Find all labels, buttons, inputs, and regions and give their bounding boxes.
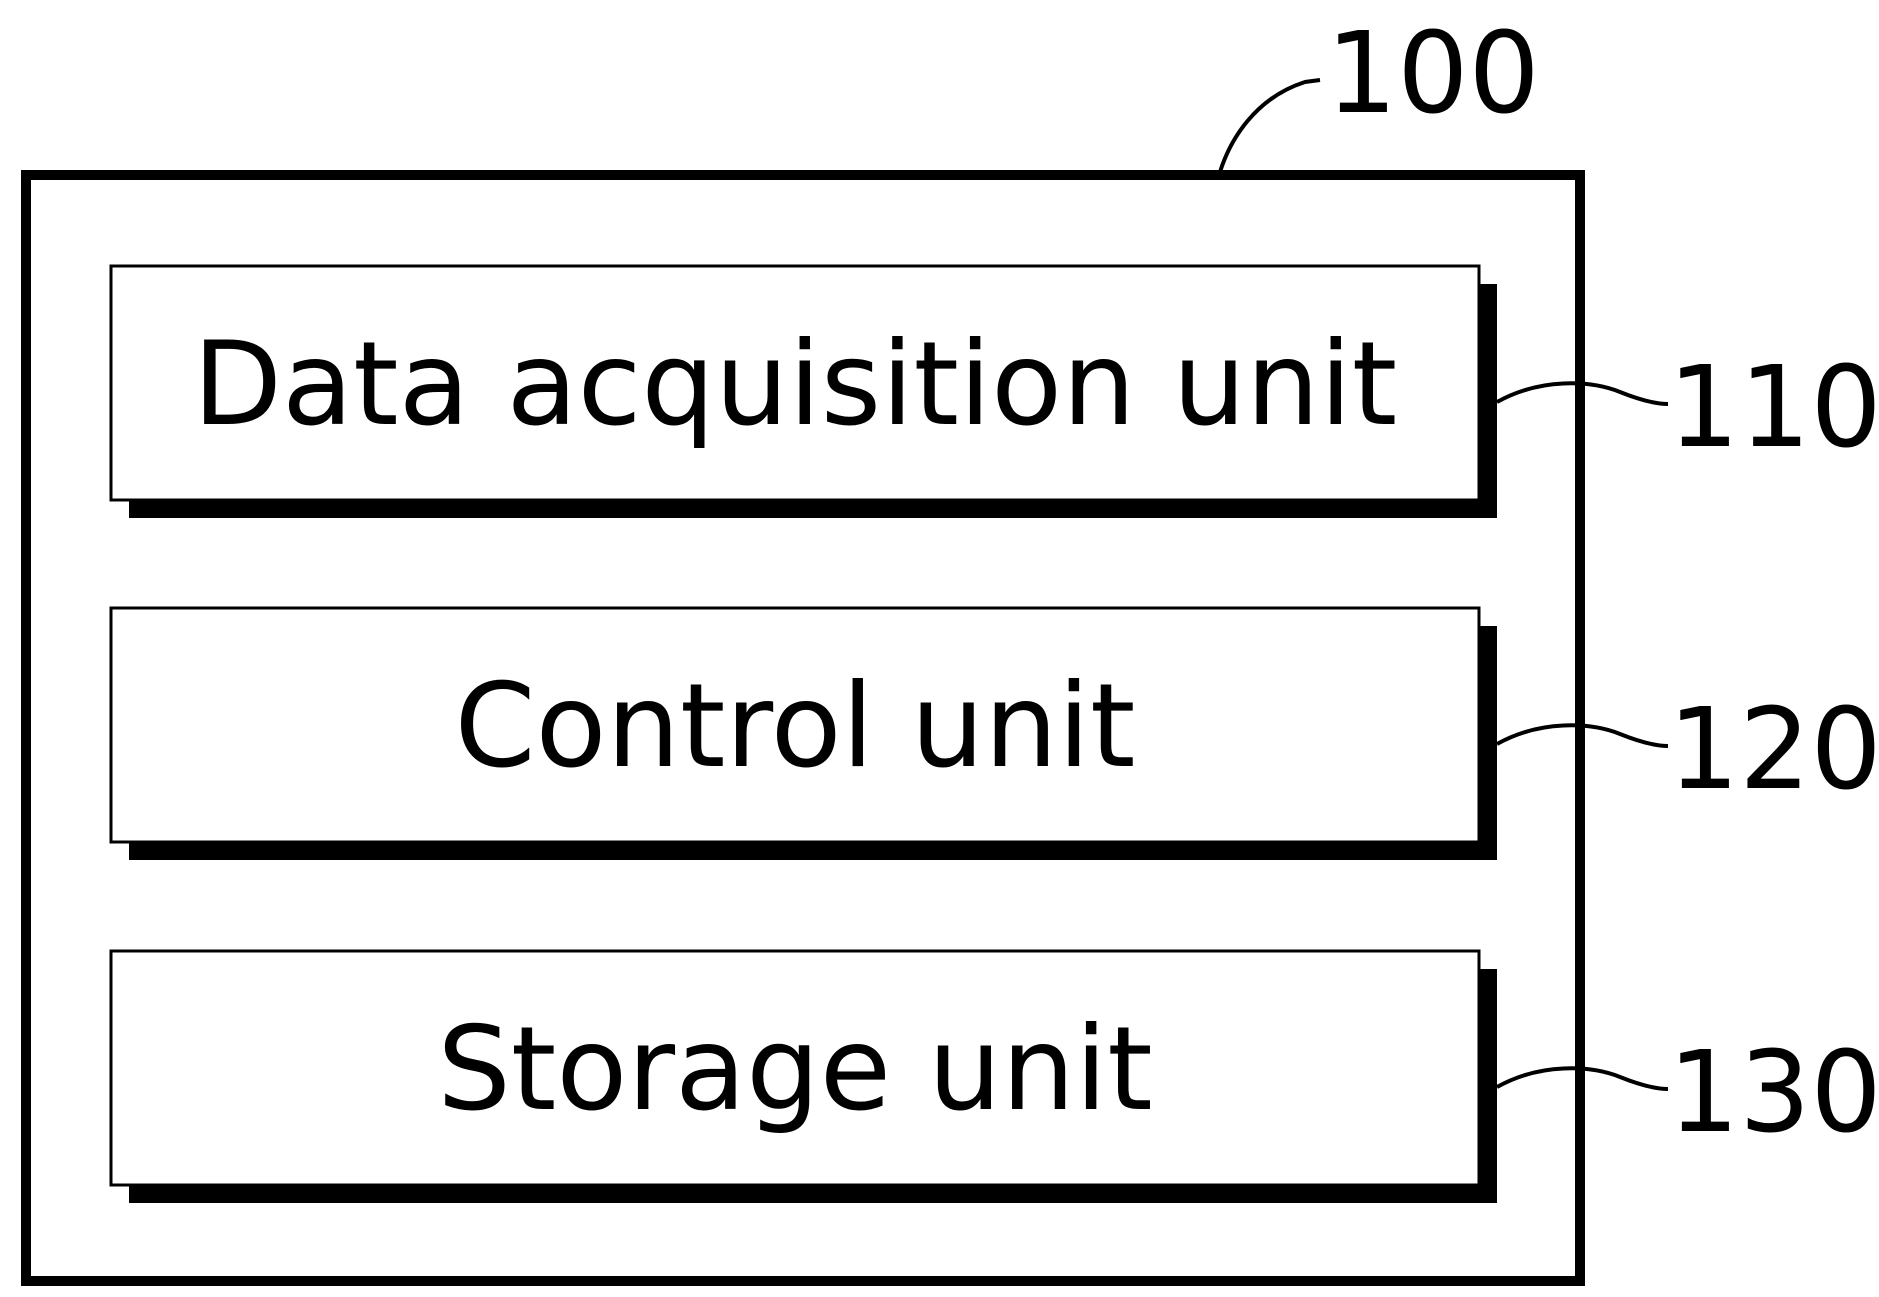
ref-number-110: 110	[1668, 343, 1879, 473]
ref-number-120: 120	[1668, 685, 1879, 815]
unit-box-data-acquisition: Data acquisition unit	[111, 266, 1497, 518]
unit-label-storage: Storage unit	[437, 1002, 1152, 1137]
ref-number-130: 130	[1668, 1028, 1879, 1158]
unit-box-control: Control unit	[111, 608, 1497, 860]
leader-line-100	[1220, 80, 1320, 172]
unit-label-control: Control unit	[455, 659, 1136, 794]
unit-box-storage: Storage unit	[111, 951, 1497, 1203]
ref-number-100: 100	[1326, 9, 1540, 139]
unit-label-data-acquisition: Data acquisition unit	[193, 317, 1398, 452]
